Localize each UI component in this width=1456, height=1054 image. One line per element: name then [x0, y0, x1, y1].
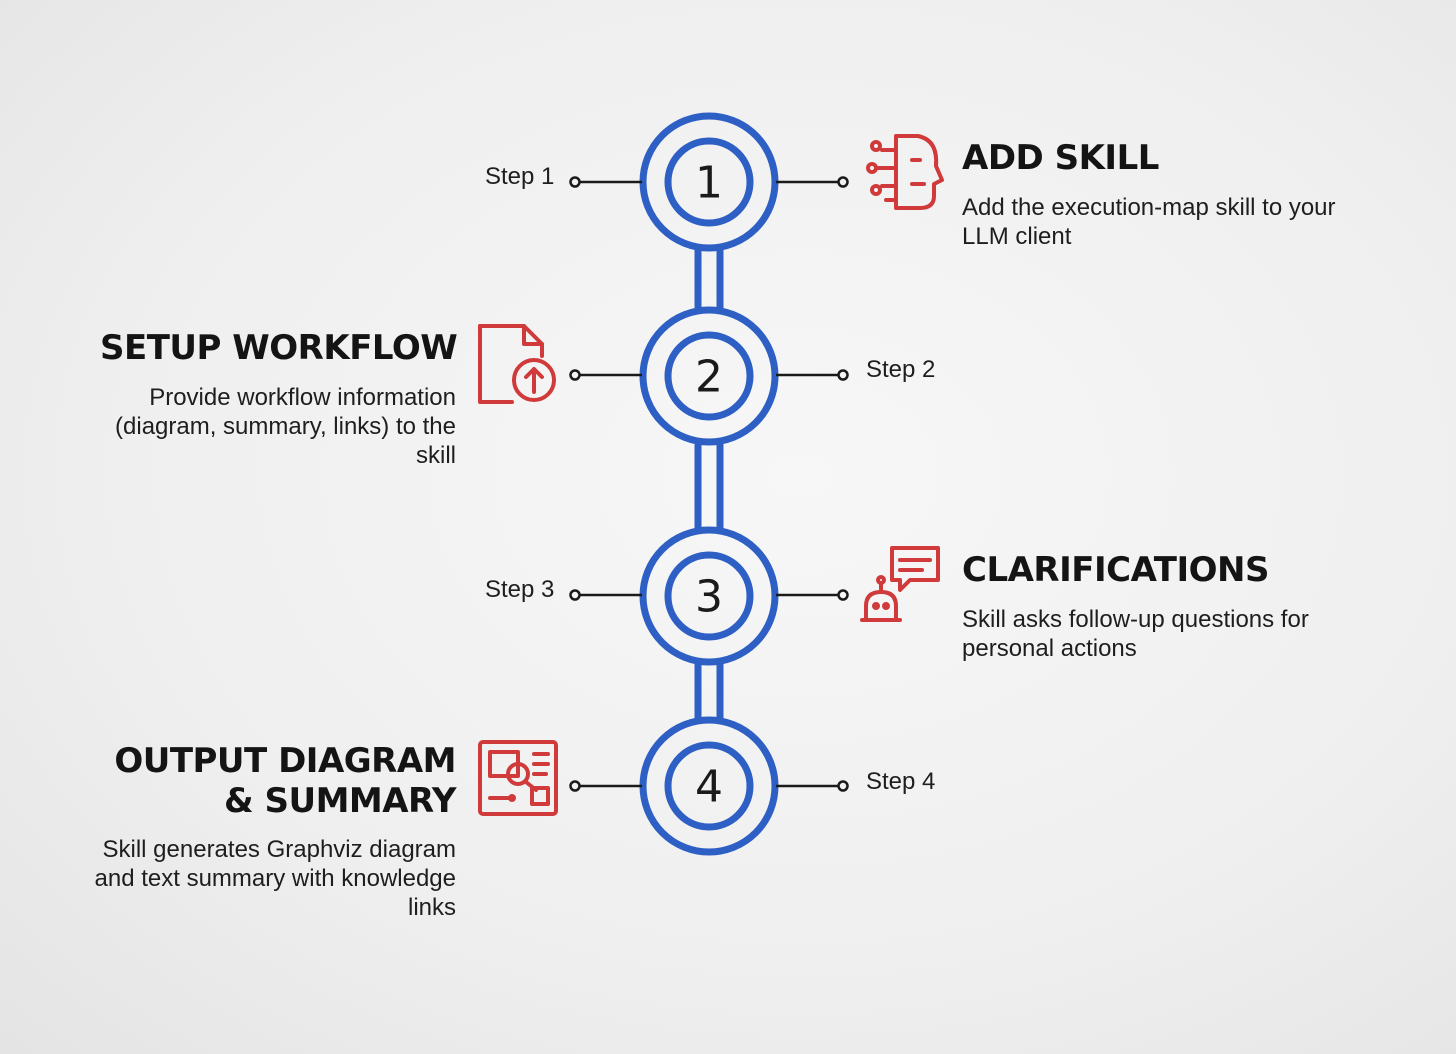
connector-2-3 [694, 441, 724, 532]
step-3-label: Step 3 [485, 576, 555, 603]
diagram-output-icon [478, 740, 558, 816]
step-1-circle [639, 112, 779, 252]
connector-3-4 [694, 660, 724, 724]
step-1-leader-right [776, 176, 849, 188]
document-upload-icon [478, 324, 556, 404]
step-2-description: Provide workflow information (diagram, s… [115, 384, 456, 469]
step-2-circle [639, 306, 779, 446]
step-4-title-line2: & SUMMARY [223, 781, 457, 821]
step-4-number: 4 [695, 762, 723, 813]
ai-head-icon [866, 134, 944, 210]
step-3-description: Skill asks follow-up questions for perso… [962, 606, 1309, 662]
step-4-leader-right [776, 780, 849, 792]
connector-1-2 [694, 246, 724, 312]
robot-chat-icon [860, 546, 940, 622]
step-2-label: Step 2 [866, 356, 936, 383]
step-3-circle [639, 526, 779, 666]
step-1-description: Add the execution-map skill to your LLM … [962, 194, 1336, 250]
step-2-number: 2 [695, 352, 723, 403]
step-1-number: 1 [695, 158, 723, 209]
step-1-leader-left [569, 176, 642, 188]
step-3-leader-left [569, 589, 642, 601]
step-3-leader-right [776, 589, 849, 601]
step-2-title: SETUP WORKFLOW [100, 328, 458, 368]
step-4-label: Step 4 [866, 768, 936, 795]
step-3-number: 3 [695, 572, 723, 623]
step-3-title: CLARIFICATIONS [962, 550, 1269, 590]
step-1-label: Step 1 [485, 163, 555, 190]
step-4-description: Skill generates Graphviz diagram and tex… [94, 836, 457, 921]
step-2-leader-right [776, 369, 849, 381]
step-4-title-line1: OUTPUT DIAGRAM [114, 741, 456, 781]
step-4-leader-left [569, 780, 642, 792]
step-1-title: ADD SKILL [962, 138, 1159, 178]
step-2-leader-left [569, 369, 642, 381]
step-4-circle [639, 716, 779, 856]
